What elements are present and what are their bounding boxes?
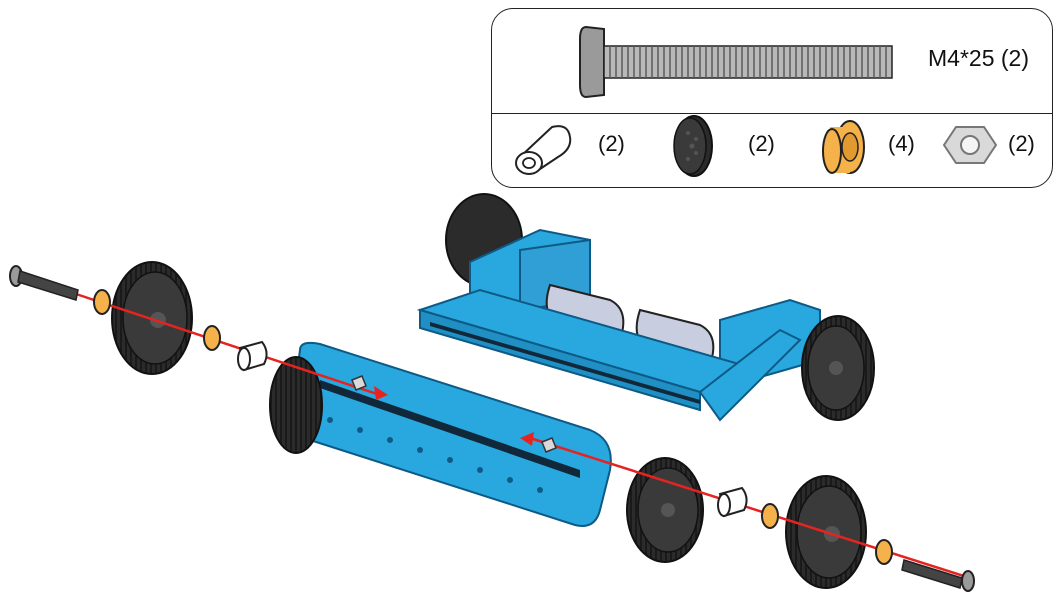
parts-list-panel: M4*25 (2) (2) (2) (4) (2): [491, 8, 1053, 188]
wheel-qty: (2): [748, 131, 775, 156]
right-bearing-outer: [875, 539, 893, 565]
spacer-qty: (2): [598, 131, 625, 156]
direction-arrows: [374, 386, 534, 446]
flanged-bearing-icon: [822, 120, 865, 174]
right-spacer: [717, 486, 748, 518]
bearing-qty: (4): [888, 131, 915, 156]
button-head-screw-icon: [579, 25, 893, 99]
assembly-axis-lines: [69, 290, 971, 580]
hex-nut-right: [541, 437, 557, 453]
panel-divider: [492, 113, 1052, 114]
nut-qty: (2): [1008, 131, 1035, 156]
hex-nut-left: [351, 375, 367, 391]
hex-nut-icon: [942, 126, 998, 164]
right-bearing-inner: [761, 503, 779, 529]
spacer-tube-icon: [515, 125, 572, 175]
top-rail: [416, 288, 764, 412]
right-side-rail: [698, 328, 802, 422]
front-left-wheel: [269, 356, 323, 454]
left-spacer: [237, 340, 268, 372]
front-right-wheel: [626, 457, 704, 563]
black-gear-wheel-icon: [673, 115, 713, 177]
left-screw: [9, 265, 79, 301]
front-side-plate: [290, 341, 612, 527]
left-bearing-inner: [203, 325, 221, 351]
left-bearing-outer: [93, 289, 111, 315]
bolt-spec-label: M4*25 (2): [928, 45, 1029, 71]
right-screw: [901, 559, 975, 592]
rear-right-wheel: [801, 315, 875, 421]
